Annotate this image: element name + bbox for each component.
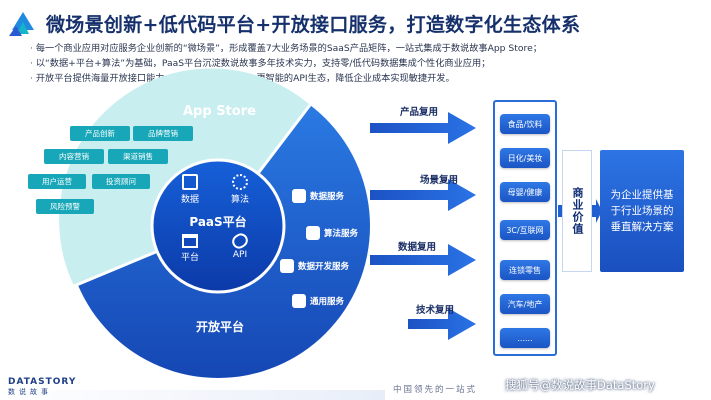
service-label: 数据服务: [310, 192, 345, 202]
app-tag[interactable]: 渠道销售: [108, 149, 168, 164]
bullet-item: 每一个商业应用对应服务企业创新的“微场景”，形成覆盖7大业务场景的SaaS产品矩…: [30, 41, 700, 56]
solution-text: 为企业提供基于行业场景的垂直解决方案: [610, 189, 674, 233]
paas-cell-api[interactable]: API: [220, 230, 260, 270]
business-value-box: 商业价值: [562, 150, 592, 272]
paas-cell-label: 算法: [230, 195, 249, 205]
industry-item[interactable]: 日化/美妆: [500, 148, 550, 168]
industry-item[interactable]: 食品/饮料: [500, 114, 550, 134]
service-label: 数据开发服务: [298, 262, 350, 272]
app-store-label: App Store: [183, 104, 256, 119]
paas-cell-algo[interactable]: 算法: [220, 174, 260, 210]
reuse-label-data: 数据复用: [398, 242, 437, 253]
link-icon: [229, 230, 251, 252]
app-tag[interactable]: 用户运营: [28, 174, 86, 189]
industry-item[interactable]: ......: [500, 328, 550, 348]
page-title: 微场景创新+低代码平台+开放接口服务，打造数字化生态体系: [46, 13, 581, 36]
reuse-label-product: 产品复用: [400, 107, 439, 118]
network-icon: [232, 174, 248, 190]
dev-icon: [280, 259, 294, 273]
paas-label: PaaS平台: [189, 215, 247, 229]
solution-box: 为企业提供基于行业场景的垂直解决方案: [600, 150, 684, 272]
service-label: 通用服务: [310, 297, 345, 307]
paas-cell-label: 数据: [180, 195, 199, 205]
app-tag[interactable]: 内容营销: [44, 149, 104, 164]
bullet-item: 以“数据+平台+算法”为基础，PaaS平台沉淀数说故事多年技术实力，支持零/低代…: [30, 56, 700, 71]
paas-cell-platform[interactable]: 平台: [170, 234, 210, 270]
service-label: 算法服务: [324, 229, 359, 239]
footer-bar: [0, 390, 385, 400]
paas-core: [150, 158, 286, 294]
arrow-product: [370, 112, 476, 144]
arrow-scene: [370, 179, 476, 211]
footer-brand: DATASTORY 数说故事: [8, 376, 76, 398]
arrow-data: [370, 244, 476, 276]
service-item[interactable]: 数据服务: [292, 188, 344, 204]
logo-icon: [9, 12, 34, 36]
service-item[interactable]: 通用服务: [292, 293, 344, 309]
arrow-tech: [408, 308, 476, 340]
database-icon: [292, 189, 306, 203]
industry-item[interactable]: 汽车/地产: [500, 294, 550, 314]
paas-cell-label: 平台: [180, 253, 199, 263]
filter-icon: [292, 294, 306, 308]
app-tag[interactable]: 品牌营销: [133, 126, 193, 141]
paas-cell-label: API: [232, 250, 248, 260]
app-tag[interactable]: 产品创新: [70, 126, 130, 141]
footer-brand-top: DATASTORY: [8, 377, 77, 387]
industry-column: 食品/饮料 日化/美妆 母婴/健康 3C/互联网 连锁零售 汽车/地产 ....…: [493, 100, 557, 356]
business-value-label: 商业价值: [571, 187, 584, 235]
paas-cell-data[interactable]: 数据: [170, 174, 210, 210]
open-platform-label: 开放平台: [196, 320, 245, 334]
footer-slogan: 中国领先的一站式: [393, 385, 478, 395]
industry-item[interactable]: 连锁零售: [500, 260, 550, 280]
reuse-label-scene: 场景复用: [420, 175, 459, 186]
title-row: 微场景创新+低代码平台+开放接口服务，打造数字化生态体系: [8, 6, 580, 40]
industry-item[interactable]: 3C/互联网: [500, 220, 550, 240]
app-tag[interactable]: 投资顾问: [92, 174, 150, 189]
watermark: 搜狐号@数说故事DataStory: [505, 378, 655, 392]
algorithm-icon: [306, 226, 320, 240]
service-item[interactable]: 数据开发服务: [280, 258, 349, 274]
reuse-label-tech: 技术复用: [416, 305, 455, 316]
footer-brand-bottom: 数说故事: [8, 388, 52, 396]
platform-icon: [182, 234, 198, 248]
service-item[interactable]: 算法服务: [306, 225, 358, 241]
industry-item[interactable]: 母婴/健康: [500, 182, 550, 202]
arrow-to-solution: [592, 199, 602, 223]
cube-icon: [182, 174, 198, 190]
app-tag[interactable]: 风险预警: [36, 199, 94, 214]
